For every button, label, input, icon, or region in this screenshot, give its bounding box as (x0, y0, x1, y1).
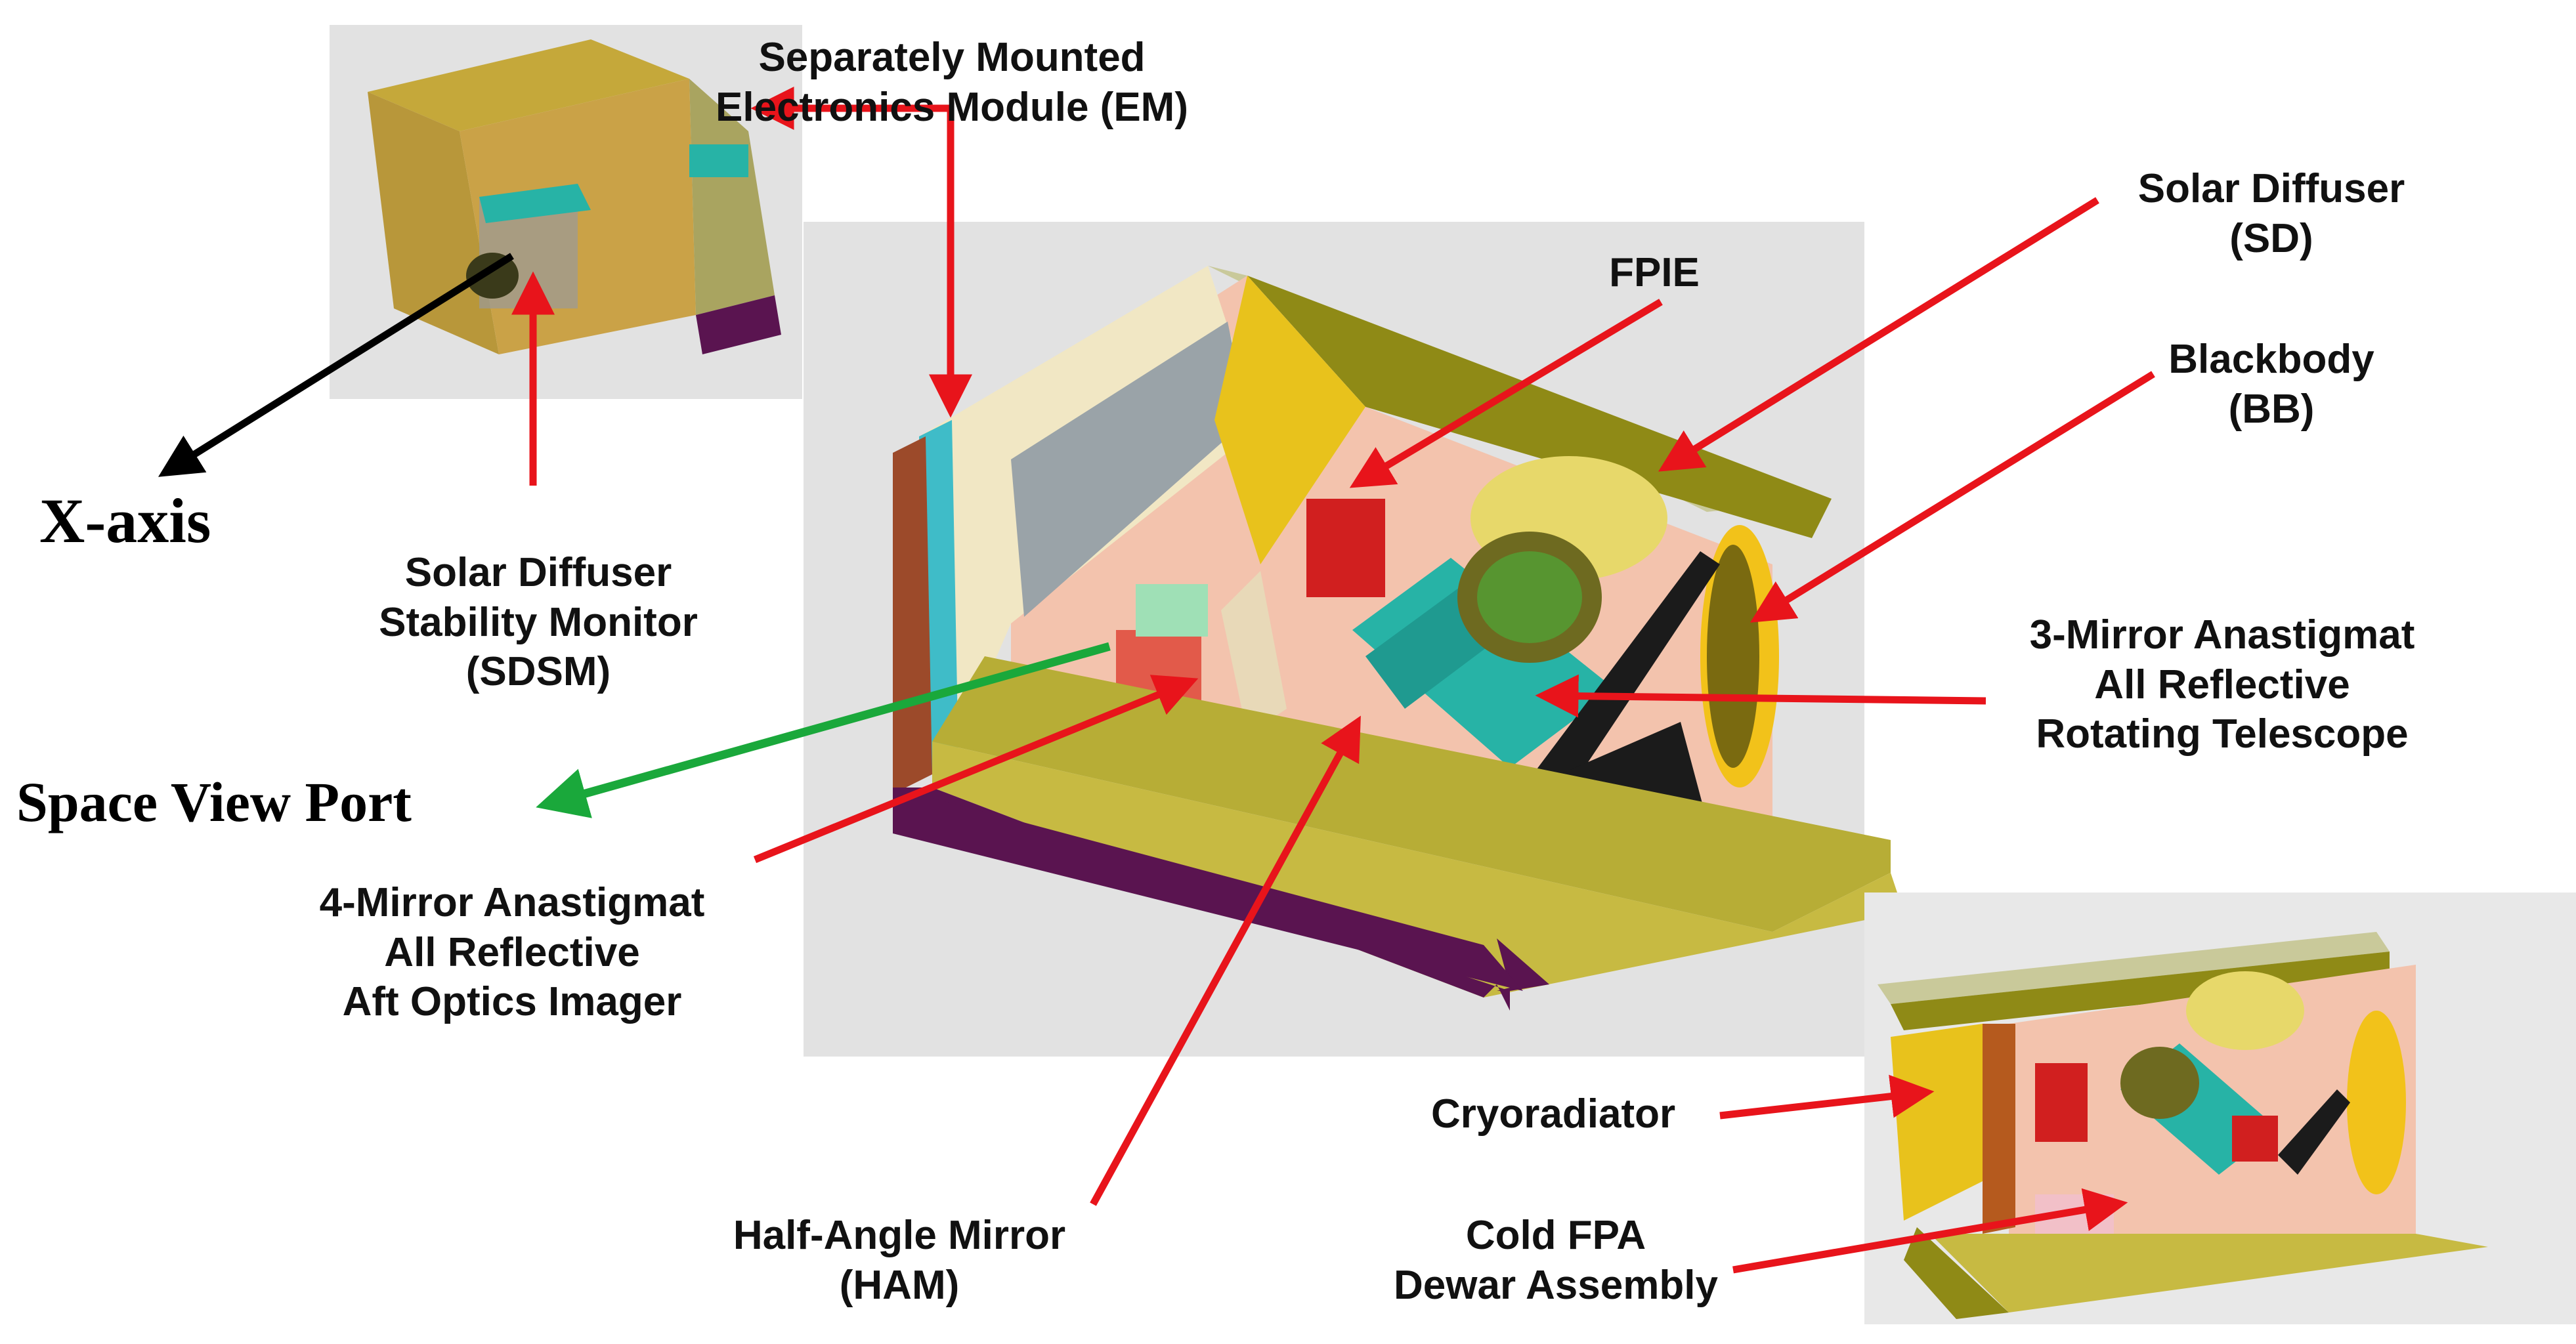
label-rotating-telescope: 3-Mirror Anastigmat All Reflective Rotat… (2029, 612, 2415, 757)
label-solar-diffuser: Solar Diffuser (SD) (2137, 166, 2405, 261)
label-half-angle-mirror: Half-Angle Mirror (HAM) (733, 1213, 1066, 1308)
arrow-cryo (1719, 1074, 1935, 1120)
instrument-cutaway-inset (1864, 892, 2576, 1324)
arrow-rta (1535, 674, 1986, 718)
main-instrument (804, 222, 1904, 1057)
pointer-arrows (158, 87, 2155, 1274)
label-aft-optics-imager: 4-Mirror Anastigmat All Reflective Aft O… (319, 880, 705, 1025)
arrow-bb (1750, 371, 2155, 623)
arrow-aoi (753, 675, 1199, 864)
label-dewar-assembly: Cold FPA Dewar Assembly (1394, 1213, 1718, 1308)
label-space-view-port: Space View Port (16, 770, 412, 833)
label-blackbody: Blackbody (BB) (2168, 337, 2374, 432)
arrow-xaxis (158, 253, 514, 477)
arrow-sd (1658, 197, 2099, 472)
label-cryoradiator: Cryoradiator (1431, 1091, 1676, 1137)
arrow-svp (536, 642, 1111, 818)
arrow-dewar (1732, 1188, 2128, 1274)
label-fpie: FPIE (1609, 250, 1700, 295)
label-sdsm: Solar Diffuser Stability Monitor (SDSM) (379, 550, 698, 695)
arrow-fpie (1349, 299, 1663, 488)
arrow-ham (1090, 715, 1361, 1206)
label-electronics-module: Separately Mounted Electronics Module (E… (716, 35, 1188, 130)
label-x-axis: X-axis (39, 486, 211, 556)
